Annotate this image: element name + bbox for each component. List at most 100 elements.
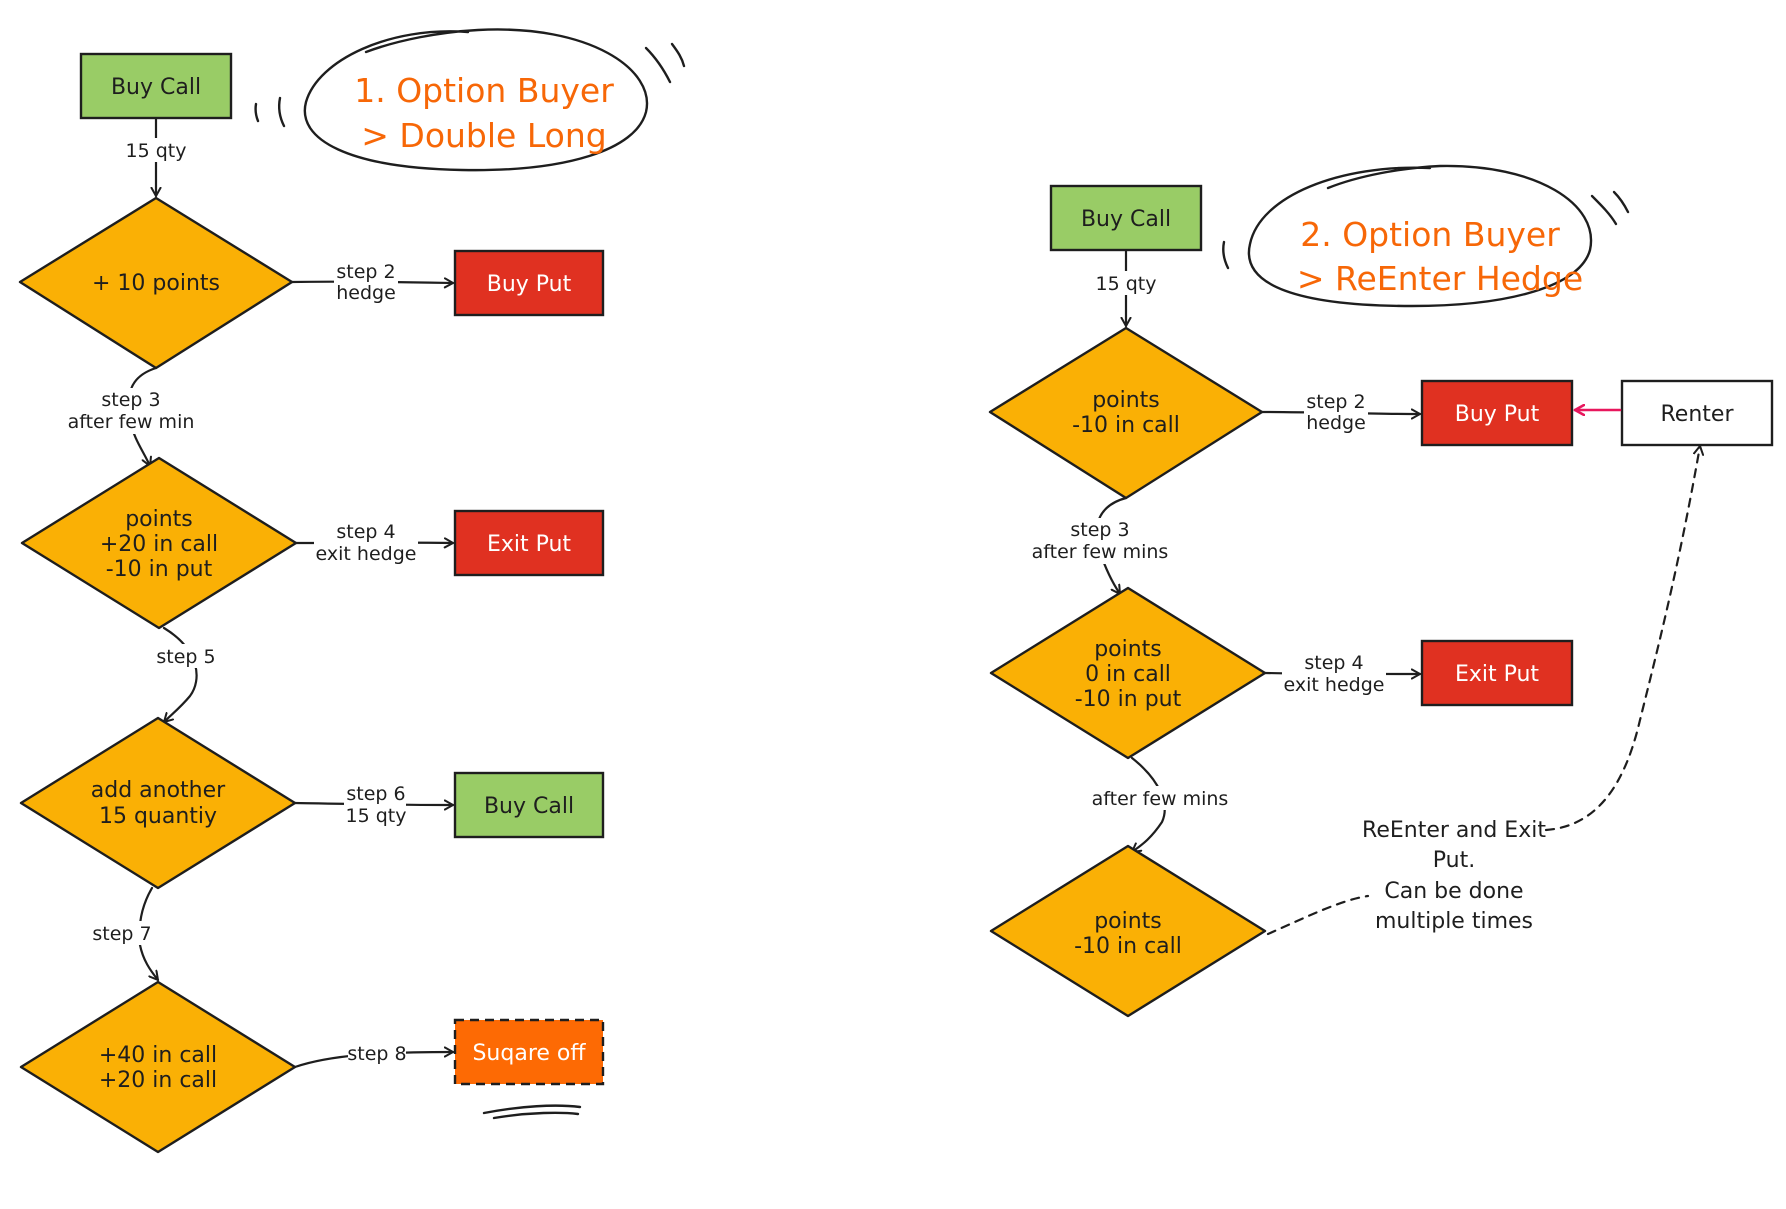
exit-put-label: Exit Put xyxy=(487,532,571,557)
edge-2-step-3-line-2: after few mins xyxy=(1032,541,1169,563)
edge-2-step-4-line-2: exit hedge xyxy=(1284,674,1385,696)
exit-put-box-2[interactable]: Exit Put xyxy=(1420,639,1574,707)
decision-2-2-line-2: 0 in call xyxy=(1085,662,1171,687)
emphasis-mark-right-2 xyxy=(670,42,686,68)
title-bubble-1: 1. Option Buyer > Double Long xyxy=(254,28,686,172)
exit-put-box[interactable]: Exit Put xyxy=(453,509,605,577)
decision-2-3-line-1: points xyxy=(1094,909,1162,934)
title-line-1: 1. Option Buyer xyxy=(354,71,614,110)
decision-2-1-line-2: -10 in call xyxy=(1072,413,1180,438)
decision-3-add-quantity[interactable]: add another 15 quantiy xyxy=(19,716,297,890)
decision-2-3-points[interactable]: points -10 in call xyxy=(989,844,1267,1018)
note-line-1: ReEnter and Exit xyxy=(1362,818,1546,843)
emphasis-mark-right-2 xyxy=(1612,190,1630,214)
edge-label-bg xyxy=(344,782,406,828)
edge-2-step-4-line-1: step 4 xyxy=(1304,652,1363,674)
edge-step-8-label: step 8 xyxy=(347,1043,406,1065)
underline-mark-2 xyxy=(492,1111,580,1120)
edge-label-bg xyxy=(334,260,398,306)
underline-mark xyxy=(482,1104,582,1115)
emphasis-mark-right xyxy=(644,46,672,84)
edge-label-bg xyxy=(127,138,185,162)
decision-2-line-2: +20 in call xyxy=(100,532,218,557)
decision-2-3-line-2: -10 in call xyxy=(1074,934,1182,959)
buy-put-box-2[interactable]: Buy Put xyxy=(1420,379,1574,447)
edge-step-6-line-2: 15 qty xyxy=(346,805,407,827)
buy-put-box[interactable]: Buy Put xyxy=(453,249,605,317)
decision-3-line-1: add another xyxy=(91,778,226,803)
buy-put-label: Buy Put xyxy=(487,272,572,297)
edge-step-5-label: step 5 xyxy=(156,646,215,668)
buy-call-2-label: Buy Call xyxy=(484,794,574,819)
edge-label-bg xyxy=(154,644,218,668)
start-buy-call-2-label: Buy Call xyxy=(1081,207,1171,232)
decision-3-line-2: 15 quantiy xyxy=(99,804,217,829)
diagram-reenter-hedge: 2. Option Buyer > ReEnter Hedge Buy Call… xyxy=(988,164,1774,1018)
edge-label-bg xyxy=(1097,271,1155,295)
edge-step-3-line-1: step 3 xyxy=(101,389,160,411)
title-line-2: > Double Long xyxy=(361,116,606,155)
edge-label-bg xyxy=(314,520,418,566)
edge-step-5 xyxy=(162,626,198,724)
decision-4-line-2: +20 in call xyxy=(99,1068,217,1093)
edge-label-15-qty-2: 15 qty xyxy=(1096,273,1157,295)
title-2-line-1: 2. Option Buyer xyxy=(1300,215,1560,254)
decision-2-2-line-1: points xyxy=(1094,637,1162,662)
emphasis-mark-right xyxy=(1590,194,1618,226)
emphasis-mark-left xyxy=(254,102,260,123)
edge-step-4-line-1: step 4 xyxy=(336,521,395,543)
decision-2-2-line-3: -10 in put xyxy=(1075,687,1182,712)
decision-2-1-points[interactable]: points -10 in call xyxy=(988,326,1264,500)
edge-2-after-label: after few mins xyxy=(1092,788,1229,810)
decision-2-line-3: -10 in put xyxy=(106,557,213,582)
edge-label-bg xyxy=(348,1041,406,1065)
edge-step-6-line-1: step 6 xyxy=(346,783,405,805)
edge-2-step-2-line-1: step 2 xyxy=(1306,391,1365,413)
edge-label-bg xyxy=(1030,518,1170,564)
decision-4-points[interactable]: +40 in call +20 in call xyxy=(19,980,297,1154)
renter-label: Renter xyxy=(1661,402,1735,427)
edge-step-7-label: step 7 xyxy=(92,923,151,945)
edge-label-bg xyxy=(1090,786,1230,810)
edge-label-15-qty: 15 qty xyxy=(126,140,187,162)
decision-4-line-1: +40 in call xyxy=(99,1043,217,1068)
buy-put-2-label: Buy Put xyxy=(1455,402,1540,427)
edge-2-step-3-line-1: step 3 xyxy=(1070,519,1129,541)
title-2-line-2: > ReEnter Hedge xyxy=(1297,259,1583,298)
edge-2-after-few-mins xyxy=(1130,756,1166,854)
note-line-4: multiple times xyxy=(1375,909,1533,934)
decision-2-2-points[interactable]: points 0 in call -10 in put xyxy=(989,586,1267,760)
dashed-link-to-note xyxy=(1266,894,1370,936)
diagram-double-long: 1. Option Buyer > Double Long Buy Call 1… xyxy=(18,28,686,1154)
note-line-3: Can be done xyxy=(1384,879,1523,904)
emphasis-mark-left-2 xyxy=(278,96,286,128)
start-buy-call-box[interactable]: Buy Call xyxy=(79,52,233,120)
square-off-box[interactable]: Suqare off xyxy=(453,1018,605,1086)
start-buy-call-label: Buy Call xyxy=(111,75,201,100)
edge-label-bg xyxy=(1304,390,1368,436)
edge-step-3-line-2: after few min xyxy=(68,411,195,433)
dashed-link-to-renter xyxy=(1544,444,1700,832)
note-line-2: Put. xyxy=(1433,848,1475,873)
edge-step-2-line-1: step 2 xyxy=(336,261,395,283)
edge-label-bg xyxy=(1282,651,1386,697)
edge-label-bg xyxy=(90,921,154,945)
emphasis-mark-left xyxy=(1222,240,1230,270)
square-off-label: Suqare off xyxy=(472,1041,586,1066)
start-buy-call-box-2[interactable]: Buy Call xyxy=(1049,184,1203,252)
decision-1-line-1: + 10 points xyxy=(92,271,220,296)
decision-2-points[interactable]: points +20 in call -10 in put xyxy=(20,456,298,630)
buy-call-box-2[interactable]: Buy Call xyxy=(453,771,605,839)
edge-step-4-line-2: exit hedge xyxy=(316,543,417,565)
reenter-note: ReEnter and Exit Put. Can be done multip… xyxy=(1362,818,1546,934)
exit-put-2-label: Exit Put xyxy=(1455,662,1539,687)
decision-1-ten-points[interactable]: + 10 points xyxy=(18,196,294,370)
edge-step-2-line-2: hedge xyxy=(336,282,396,304)
decision-2-1-line-1: points xyxy=(1092,388,1160,413)
title-bubble-2: 2. Option Buyer > ReEnter Hedge xyxy=(1222,164,1630,308)
renter-box[interactable]: Renter xyxy=(1620,379,1774,447)
decision-2-line-1: points xyxy=(125,507,193,532)
edge-2-step-2-line-2: hedge xyxy=(1306,412,1366,434)
edge-label-bg xyxy=(64,388,198,434)
